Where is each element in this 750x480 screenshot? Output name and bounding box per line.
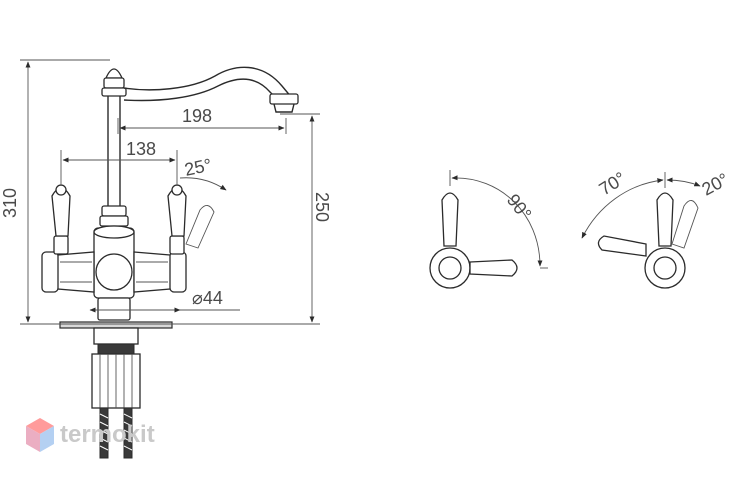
termokit-logo (26, 418, 54, 452)
faucet-side-view (41, 66, 299, 459)
dim-height-total: 310 (0, 188, 20, 218)
top-view-70-20 (581, 172, 701, 289)
top-view-90 (429, 170, 548, 289)
dim-body-diameter: ⌀44 (192, 288, 223, 308)
angle-right-swing: 20° (698, 169, 731, 199)
angle-single-handle: 90° (503, 190, 536, 224)
watermark-text: termokit (60, 421, 155, 448)
angle-left-swing: 70° (596, 168, 630, 199)
dim-angle-tilt: 25° (183, 155, 214, 180)
dim-height-spout: 250 (312, 192, 332, 222)
dim-spout-reach: 198 (182, 106, 212, 126)
dim-handle-spacing: 138 (126, 139, 156, 159)
dimensions (20, 59, 320, 325)
